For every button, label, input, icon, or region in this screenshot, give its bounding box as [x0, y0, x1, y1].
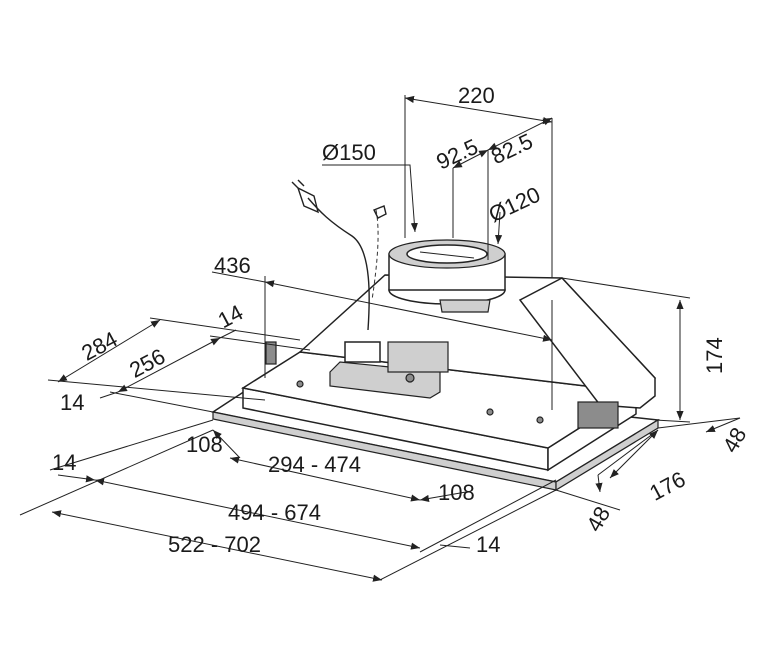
dim-14-left: 14	[52, 450, 76, 475]
outlet-flap-line	[419, 251, 475, 259]
dimension-lines	[19, 95, 741, 582]
terminal-block	[344, 341, 381, 363]
dim-522-702: 522 - 702	[168, 532, 261, 557]
screw-2	[296, 380, 304, 388]
dim-14-bottom: 14	[60, 390, 84, 415]
dim-108-left: 108	[186, 432, 223, 457]
outlet-tab	[439, 299, 491, 313]
dim-diameter-150: Ø150	[322, 140, 376, 165]
plug	[296, 186, 320, 214]
outlet-inner-ring	[406, 244, 488, 264]
dim-14-right: 14	[476, 532, 500, 557]
dim-284: 284	[77, 326, 121, 365]
dim-294-474: 294 - 474	[268, 452, 361, 477]
motor-block	[387, 341, 449, 373]
plug-pin-1	[291, 181, 299, 189]
dim-256: 256	[125, 343, 169, 382]
dim-diameter-120: Ø120	[485, 182, 544, 227]
left-bracket	[265, 341, 277, 365]
dim-176: 176	[645, 466, 689, 505]
screw-3	[486, 408, 494, 416]
dim-92-5: 92.5	[432, 134, 481, 175]
dim-174: 174	[702, 337, 727, 374]
dim-82-5: 82.5	[487, 128, 536, 169]
dim-494-674: 494 - 674	[228, 500, 321, 525]
cable-end	[373, 205, 387, 219]
dim-436: 436	[214, 253, 251, 278]
screw-1	[405, 373, 415, 383]
dim-48-top: 48	[718, 423, 752, 457]
screw-4	[536, 416, 544, 424]
dim-108-right: 108	[438, 480, 475, 505]
hood-body	[211, 179, 661, 492]
fan-housing	[577, 401, 619, 429]
plug-pin-2	[297, 179, 305, 187]
dim-220: 220	[458, 83, 495, 108]
